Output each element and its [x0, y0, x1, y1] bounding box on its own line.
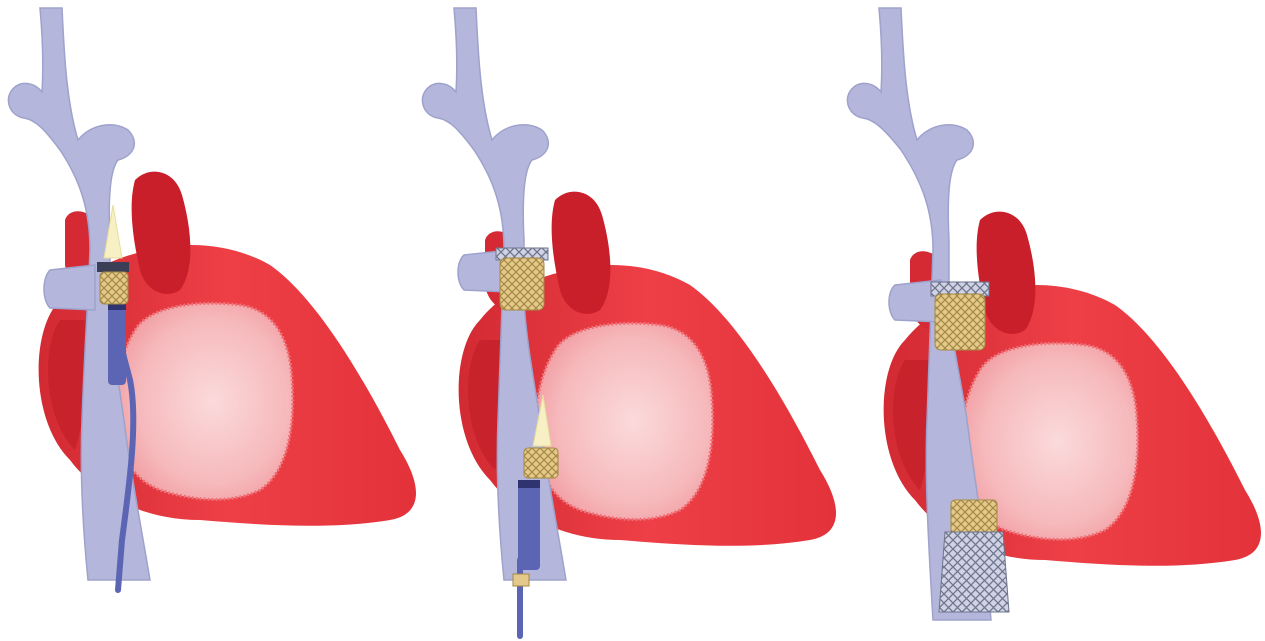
valve-stent-3-superior: [931, 282, 989, 350]
valve-stent-2-inferior: [524, 448, 558, 478]
panel-3-both-valves-deployed: [847, 8, 1261, 620]
panel-2-catheter-inferior-delivery: [422, 8, 836, 636]
valve-stent-2-superior: [496, 248, 548, 310]
panel-1-catheter-superior-delivery: [8, 8, 416, 590]
valve-stent-1: [97, 262, 129, 304]
